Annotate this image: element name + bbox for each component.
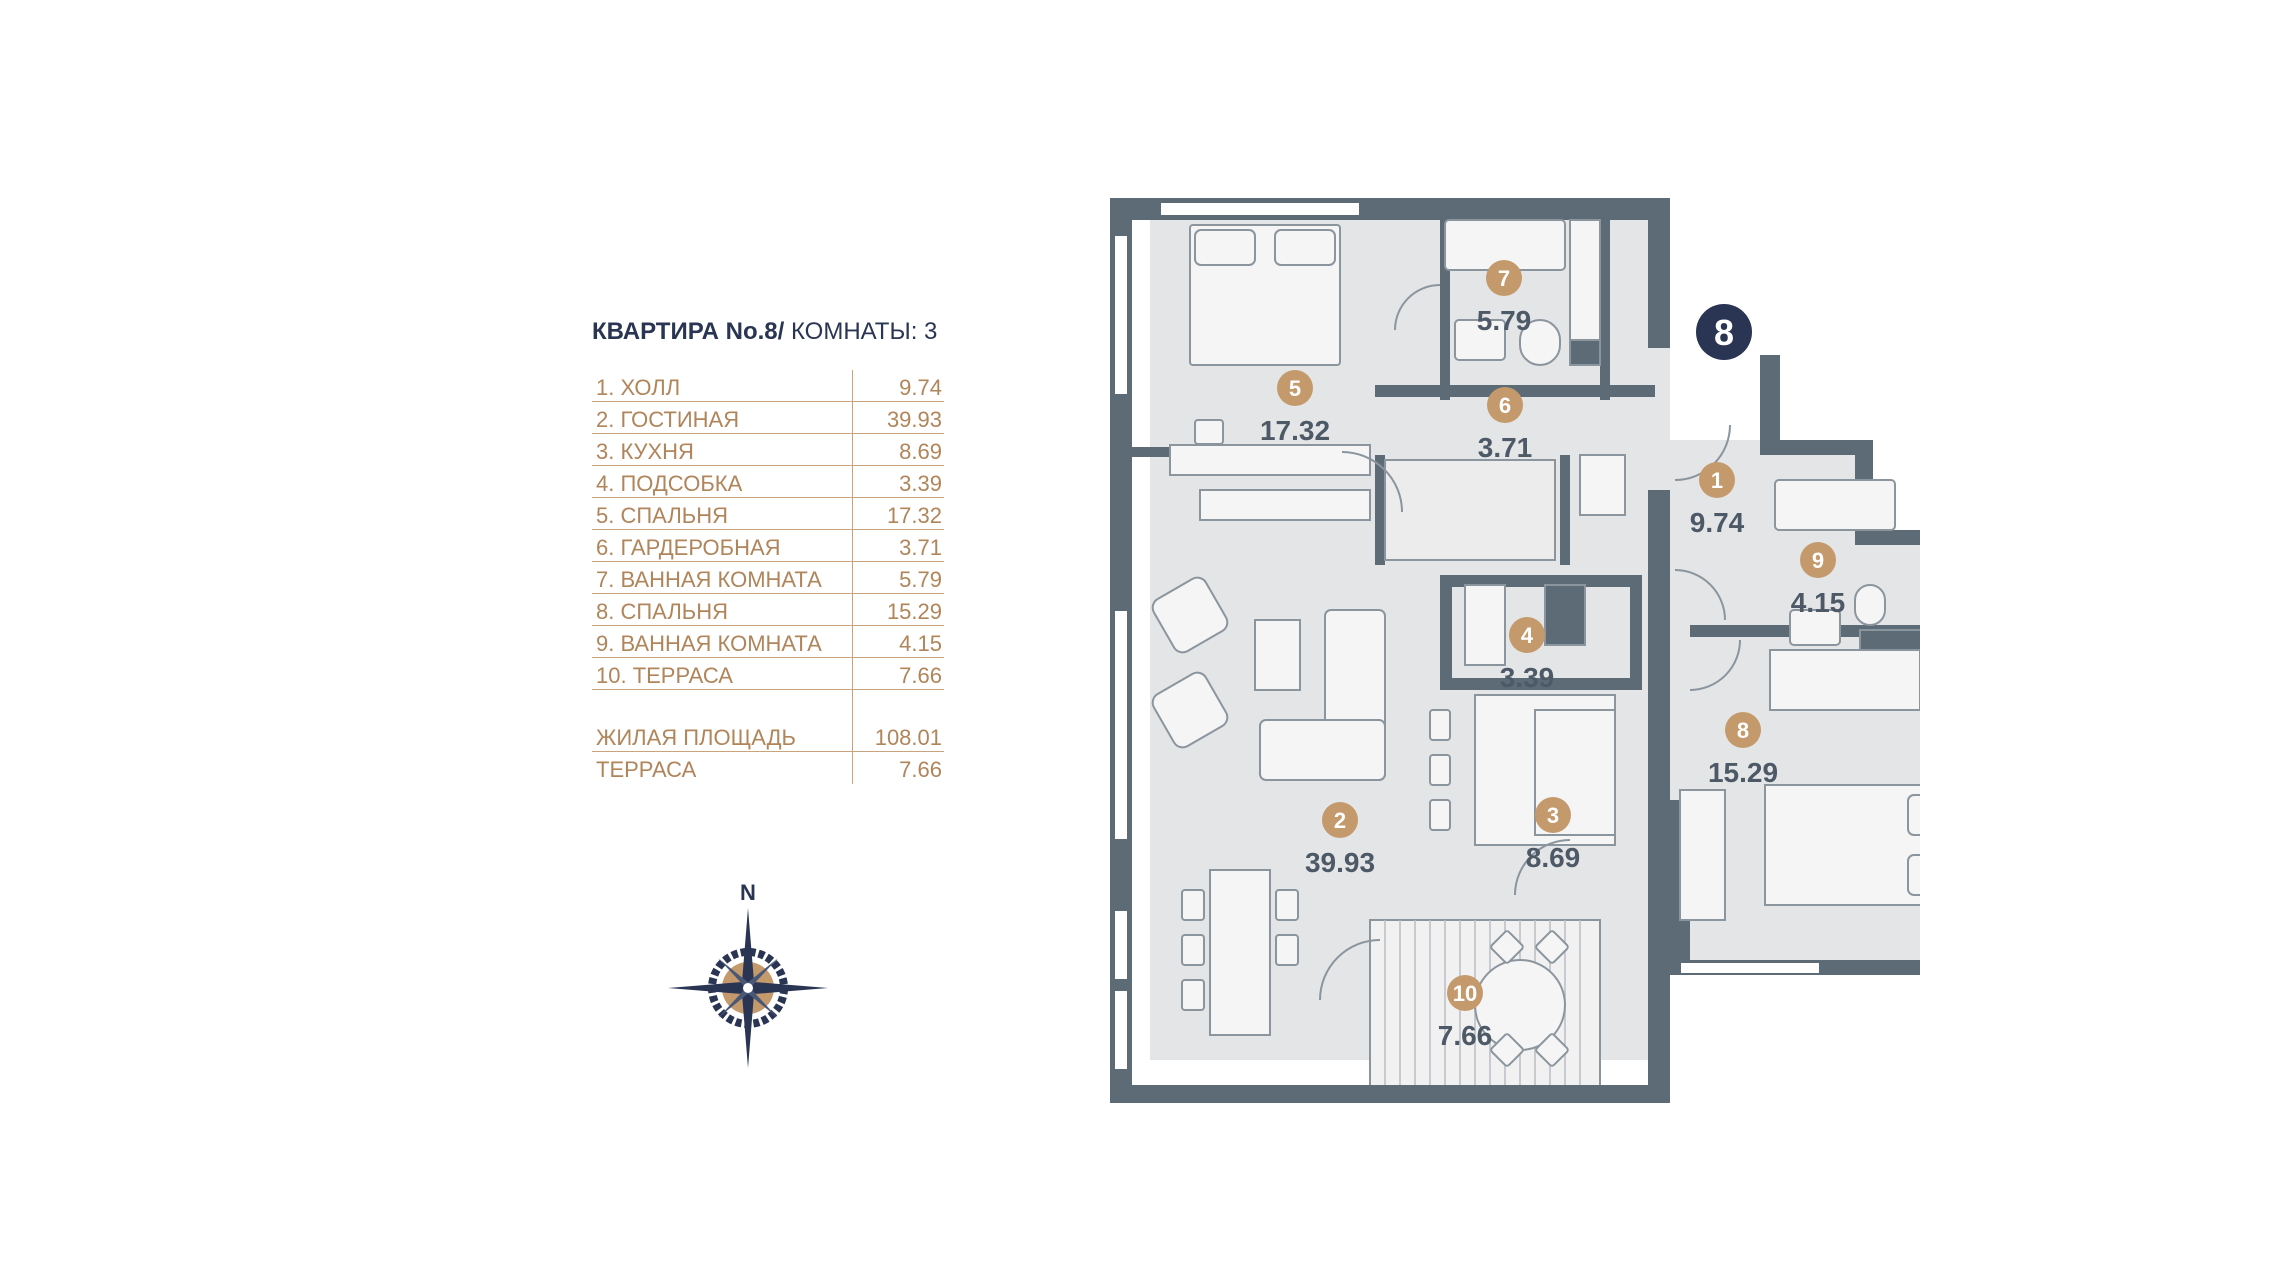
room-area: 9.74: [1690, 507, 1745, 538]
legend-total-name: ТЕРРАСА: [596, 757, 697, 782]
room-number: 5: [1289, 376, 1301, 401]
legend-room-area: 3.71: [899, 535, 942, 560]
legend-room-name: 9. ВАННАЯ КОМНАТА: [596, 631, 822, 656]
legend-room-name: 10. ТЕРРАСА: [596, 663, 733, 688]
room-label-4: 43.39: [1500, 617, 1555, 693]
room-area: 39.93: [1305, 847, 1375, 878]
legend-total-row: ЖИЛАЯ ПЛОЩАДЬ 108.01: [592, 720, 944, 752]
room-badge: [1509, 617, 1545, 653]
room-number: 1: [1711, 468, 1723, 493]
legend-row: 6. ГАРДЕРОБНАЯ 3.71: [592, 530, 944, 562]
room-area: 3.39: [1500, 662, 1555, 693]
room-badge: [1699, 462, 1735, 498]
apartment-number-badge: 8: [1696, 304, 1752, 360]
room-label-9: 94.15: [1791, 542, 1846, 618]
room-area: 4.15: [1791, 587, 1846, 618]
room-badge: [1725, 712, 1761, 748]
room-label-3: 38.69: [1526, 797, 1581, 873]
room-badge: [1322, 802, 1358, 838]
legend-room-name: 1. ХОЛЛ: [596, 375, 681, 400]
room-label-2: 239.93: [1305, 802, 1375, 878]
room-badge: [1487, 387, 1523, 423]
legend-total-area: 7.66: [899, 757, 942, 782]
legend-room-name: 2. ГОСТИНАЯ: [596, 407, 740, 432]
room-badge: [1277, 370, 1313, 406]
room-labels: 19.74239.9338.6943.39517.3263.7175.79815…: [1260, 260, 1845, 1051]
room-number: 2: [1334, 808, 1346, 833]
legend-total-area: 108.01: [874, 725, 942, 750]
room-number: 8: [1737, 718, 1749, 743]
room-area: 5.79: [1477, 305, 1532, 336]
legend-row: 10. ТЕРРАСА 7.66: [592, 658, 944, 690]
room-badge: [1486, 260, 1522, 296]
room-label-1: 19.74: [1690, 462, 1745, 538]
furniture: [1151, 219, 1920, 1067]
legend-title-apartment: КВАРТИРА No.8/: [592, 318, 785, 345]
legend-room-name: 5. СПАЛЬНЯ: [596, 503, 728, 528]
legend-total-name: ЖИЛАЯ ПЛОЩАДЬ: [596, 725, 796, 750]
legend-row: 4. ПОДСОБКА 3.39: [592, 466, 944, 498]
room-area: 15.29: [1708, 757, 1778, 788]
room-area: 3.71: [1478, 432, 1533, 463]
legend-room-area: 9.74: [899, 375, 942, 400]
room-badge: [1800, 542, 1836, 578]
apartment-number: 8: [1714, 312, 1734, 353]
legend-row: 3. КУХНЯ 8.69: [592, 434, 944, 466]
legend-row: 1. ХОЛЛ 9.74: [592, 370, 944, 402]
legend-room-area: 5.79: [899, 567, 942, 592]
room-number: 10: [1453, 981, 1477, 1006]
legend-room-area: 39.93: [886, 407, 942, 432]
legend-room-area: 4.15: [899, 631, 942, 656]
room-area: 17.32: [1260, 415, 1330, 446]
room-badge: [1535, 797, 1571, 833]
legend-totals: ЖИЛАЯ ПЛОЩАДЬ 108.01 ТЕРРАСА 7.66: [592, 720, 944, 784]
legend-title-rooms: КОМНАТЫ: 3: [784, 318, 938, 345]
compass-rose-icon: N: [668, 880, 828, 1068]
legend-row: 2. ГОСТИНАЯ 39.93: [592, 402, 944, 434]
legend-room-name: 6. ГАРДЕРОБНАЯ: [596, 535, 781, 560]
legend-title: КВАРТИРА No.8/ КОМНАТЫ: 3: [592, 318, 944, 346]
legend-room-area: 7.66: [899, 663, 942, 688]
room-area: 8.69: [1526, 842, 1581, 873]
room-label-5: 517.32: [1260, 370, 1330, 446]
legend-room-name: 4. ПОДСОБКА: [596, 471, 743, 496]
legend-room-name: 7. ВАННАЯ КОМНАТА: [596, 567, 822, 592]
legend-room-area: 3.39: [899, 471, 942, 496]
legend-room-area: 8.69: [899, 439, 942, 464]
legend-room-name: 3. КУХНЯ: [596, 439, 694, 464]
room-number: 4: [1521, 623, 1534, 648]
room-number: 9: [1812, 548, 1824, 573]
legend-room-area: 15.29: [886, 599, 942, 624]
room-label-7: 75.79: [1477, 260, 1532, 336]
room-badge: [1447, 975, 1483, 1011]
legend-room-list: 1. ХОЛЛ 9.74 2. ГОСТИНАЯ 39.93 3. КУХНЯ 8.6…: [592, 370, 944, 690]
legend-row: 9. ВАННАЯ КОМНАТА 4.15: [592, 626, 944, 658]
legend-row: 7. ВАННАЯ КОМНАТА 5.79: [592, 562, 944, 594]
floor-plan: 8 19.74239.9338.6943.39517.3263.7175.798…: [1110, 198, 1920, 1103]
room-legend: КВАРТИРА No.8/ КОМНАТЫ: 3 1. ХОЛЛ 9.74 2.…: [592, 318, 944, 784]
room-number: 6: [1499, 393, 1511, 418]
room-number: 3: [1547, 803, 1559, 828]
legend-room-area: 17.32: [886, 503, 942, 528]
legend-row: 8. СПАЛЬНЯ 15.29: [592, 594, 944, 626]
room-area: 7.66: [1438, 1020, 1493, 1051]
room-label-10: 107.66: [1438, 975, 1493, 1051]
room-label-6: 63.71: [1478, 387, 1533, 463]
legend-room-name: 8. СПАЛЬНЯ: [596, 599, 728, 624]
compass-north-label: N: [740, 880, 756, 905]
room-label-8: 815.29: [1708, 712, 1778, 788]
legend-total-row: ТЕРРАСА 7.66: [592, 752, 944, 784]
legend-row: 5. СПАЛЬНЯ 17.32: [592, 498, 944, 530]
windows: [1113, 201, 1821, 1071]
room-number: 7: [1498, 266, 1510, 291]
